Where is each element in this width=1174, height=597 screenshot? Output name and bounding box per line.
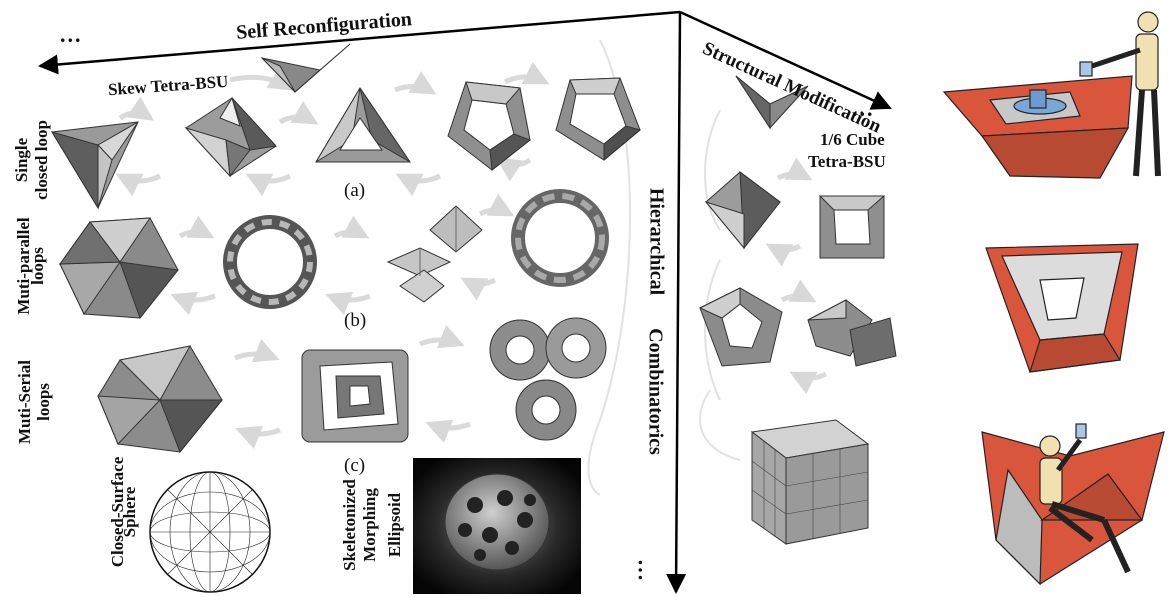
hierarchical-combinatorics-axis [666, 11, 687, 594]
parallel-shape-1 [59, 217, 179, 320]
row-a-label-line2: closed loop [32, 120, 51, 200]
loop-shape-2 [184, 96, 278, 178]
cube-tetra-bsu-label-line1: 1/6 Cube [820, 130, 885, 149]
cube-tetra-bsu-label-line2: Tetra-BSU [808, 152, 886, 171]
row-b-parallel-loops [59, 189, 609, 320]
loop-shape-1 [50, 121, 139, 210]
closed-surface-sphere [149, 471, 271, 593]
subfigure-c-label: (c) [344, 455, 366, 476]
row-c-label-line1: Muti-Serial [15, 359, 34, 445]
serial-shape-3 [489, 317, 607, 441]
illustration-stool [985, 243, 1139, 373]
ellipsoid-label-line1: Skeletonized [340, 479, 359, 571]
illustration-table [942, 11, 1161, 179]
subfigure-b-label: (b) [344, 310, 367, 331]
row-c-label-line2: loops [34, 383, 53, 421]
ellipsoid-label-line2: Morphing [360, 488, 379, 562]
struct-shape-3 [698, 287, 783, 367]
cube-assembly [750, 419, 870, 545]
combinatorics-title: Combinatorics [644, 328, 667, 455]
parallel-shape-2 [223, 215, 317, 309]
axes [38, 10, 892, 594]
row-c-serial-loops [97, 317, 607, 453]
parallel-shape-3 [386, 205, 483, 303]
serial-shape-2 [301, 349, 409, 443]
transition-arrows [115, 61, 828, 450]
structural-modification-ellipsis: ... [852, 96, 875, 121]
ellipsoid-label-line3: Ellipsoid [385, 492, 404, 558]
serial-shape-1 [97, 345, 224, 453]
illustration-seat [981, 423, 1165, 586]
subfigure-a-label: (a) [344, 180, 366, 201]
structural-modification-shapes [698, 75, 897, 545]
loop-shape-3 [315, 87, 411, 163]
parallel-shape-4 [511, 189, 609, 287]
loop-shape-4 [447, 81, 532, 171]
loop-shape-5 [555, 77, 642, 162]
row-a-single-loop [50, 43, 642, 210]
self-reconfiguration-ellipsis: ... [60, 22, 83, 47]
row-a-label-line1: Single [12, 137, 31, 183]
hierarchical-ellipsis: ... [633, 559, 659, 583]
skeletonized-ellipsoid [413, 458, 581, 594]
struct-shape-1 [704, 170, 781, 250]
sphere-label-line2: Sphere [120, 486, 139, 538]
struct-shape-2 [818, 195, 886, 259]
struct-shape-4 [807, 299, 897, 367]
hierarchical-title: Hierarchical [645, 187, 668, 296]
self-reconfiguration-axis [38, 10, 681, 75]
skew-tetra-unit [260, 43, 351, 93]
structural-modification-axis [679, 10, 892, 110]
row-b-label-line2: loops [28, 247, 47, 285]
cube-tetra-unit [735, 75, 809, 130]
